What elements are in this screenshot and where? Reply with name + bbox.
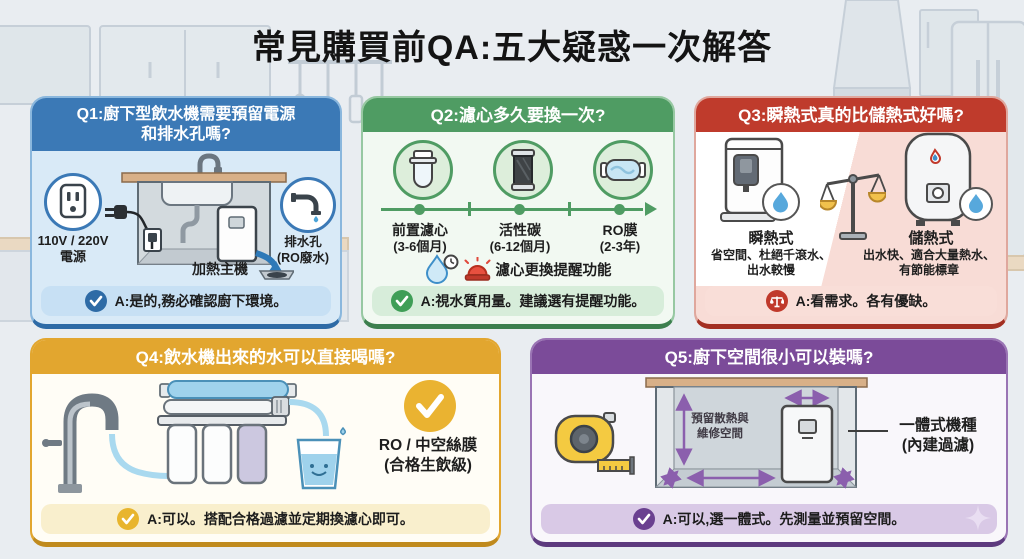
storage-heater-illustration: [904, 133, 993, 227]
q2-stage2-period: (6-12個月): [489, 239, 551, 255]
drain-faucet-icon: [280, 177, 336, 233]
q5-answer-text: A:可以,選一體式。先測量並預留空間。: [662, 511, 906, 527]
card-q1-power-drain: Q1:廚下型飲水機需要預留電源 和排水孔嗎? 110V / 220V 電源: [30, 96, 342, 329]
sparkle-icon: [965, 505, 991, 531]
q1-power-label: 110V / 220V 電源: [37, 233, 109, 265]
timeline-dot: [614, 204, 625, 216]
cabinet-measure-illustration: [645, 377, 868, 490]
check-icon: [632, 508, 655, 530]
q4-filter-label: RO / 中空絲膜 (合格生飲級): [378, 437, 478, 474]
q3-left-desc: 省空間、杜絕千滾水、 出水較慢: [710, 248, 831, 278]
under-sink-illustration: [105, 153, 294, 280]
ro-system-illustration: [42, 380, 346, 494]
q1-illustration: 110V / 220V 電源: [32, 151, 340, 286]
card-q5-small-space: Q5:廚下空間很小可以裝嗎?: [530, 338, 1008, 547]
check-icon: [404, 380, 456, 433]
q3-question: Q3:瞬熱式真的比儲熱式好嗎?: [696, 98, 1006, 133]
page-title: 常見購買前QA:五大疑惑一次解答: [251, 29, 773, 67]
q2-question: Q2:濾心多久要換一次?: [363, 98, 673, 133]
power-outlet-icon: [44, 173, 102, 231]
card-q2-filter-replacement: Q2:濾心多久要換一次?: [361, 96, 675, 329]
q1-question: Q1:廚下型飲水機需要預留電源 和排水孔嗎?: [32, 98, 340, 151]
timeline-axis: [381, 208, 643, 212]
timeline-tick: [568, 202, 571, 217]
prefilter-icon: [393, 140, 453, 201]
q3-answer-text: A:看需求。各有優缺。: [795, 293, 937, 309]
q5-unit-label: 一體式機種 (內建過濾): [899, 417, 977, 454]
alarm-icon: [464, 256, 490, 281]
q2-stage2-name: 活性碳: [499, 222, 541, 239]
q4-answer-bar: A:可以。搭配合格過濾並定期換濾心即可。: [41, 504, 490, 534]
q2-stage3-name: RO膜: [602, 222, 638, 239]
card-q3-instant-vs-storage: Q3:瞬熱式真的比儲熱式好嗎? 瞬熱式 省空間、杜絕千滾水、 出水較慢: [694, 96, 1008, 329]
check-icon: [117, 508, 140, 530]
q2-stage3-period: (2-3年): [599, 239, 641, 255]
carbon-filter-icon: [493, 140, 553, 201]
q1-answer-bar: A:是的,務必確認廚下環境。: [41, 286, 331, 316]
q2-reminder-label: 濾心更換提醒功能: [495, 262, 612, 279]
tape-measure-icon: [554, 412, 635, 475]
timeline-dot: [414, 204, 425, 216]
q1-answer-text: A:是的,務必確認廚下環境。: [114, 293, 288, 309]
q1-drain-label: 排水孔 (RO廢水): [276, 235, 330, 265]
balance-scale-badge-icon: [765, 290, 788, 312]
timeline-tick: [468, 202, 471, 217]
instant-heater-illustration: [720, 138, 800, 223]
q2-reminder-row: 濾心更換提醒功能: [363, 254, 673, 285]
q2-stage1-name: 前置濾心: [392, 222, 448, 239]
q5-question: Q5:廚下空間很小可以裝嗎?: [532, 340, 1006, 375]
q1-heater-label: 加熱主機: [192, 261, 248, 277]
check-icon: [84, 290, 107, 312]
balance-scale-icon: [820, 173, 886, 241]
q5-callout-line: [848, 430, 888, 433]
q2-illustration: 前置濾心 (3-6個月) 活性碳 (6-12個月) RO膜 (2-3年) 濾心更…: [363, 132, 673, 286]
q2-answer-bar: A:視水質用量。建議選有提醒功能。: [372, 286, 664, 316]
q4-question: Q4:飲水機出來的水可以直接喝嗎?: [32, 340, 499, 375]
q4-answer-text: A:可以。搭配合格過濾並定期換濾心即可。: [147, 511, 414, 527]
q3-illustration: 瞬熱式 省空間、杜絕千滾水、 出水較慢: [696, 132, 1006, 286]
q2-stage1-period: (3-6個月): [393, 239, 447, 255]
q5-space-label: 預留散熱與 維修空間: [691, 413, 749, 440]
q3-left-name: 瞬熱式: [748, 230, 794, 248]
check-icon: [390, 290, 413, 312]
q5-illustration: 預留散熱與 維修空間 一體式機種 (內建過濾): [532, 374, 1006, 504]
q3-answer-bar: A:看需求。各有優缺。: [705, 286, 997, 316]
q5-answer-bar: A:可以,選一體式。先測量並預留空間。: [541, 504, 997, 534]
q3-right-desc: 出水快、適合大量熱水、 有節能標章: [862, 248, 995, 278]
q4-illustration: RO / 中空絲膜 (合格生飲級): [32, 374, 499, 504]
timeline-dot: [514, 204, 525, 216]
q3-right-name: 儲熱式: [908, 230, 954, 248]
card-q4-drinkable: Q4:飲水機出來的水可以直接喝嗎?: [30, 338, 501, 547]
q2-answer-text: A:視水質用量。建議選有提醒功能。: [420, 293, 646, 309]
ro-membrane-icon: [593, 140, 653, 201]
timeline-arrow-icon: [645, 202, 657, 217]
water-drop-clock-icon: [425, 254, 458, 285]
